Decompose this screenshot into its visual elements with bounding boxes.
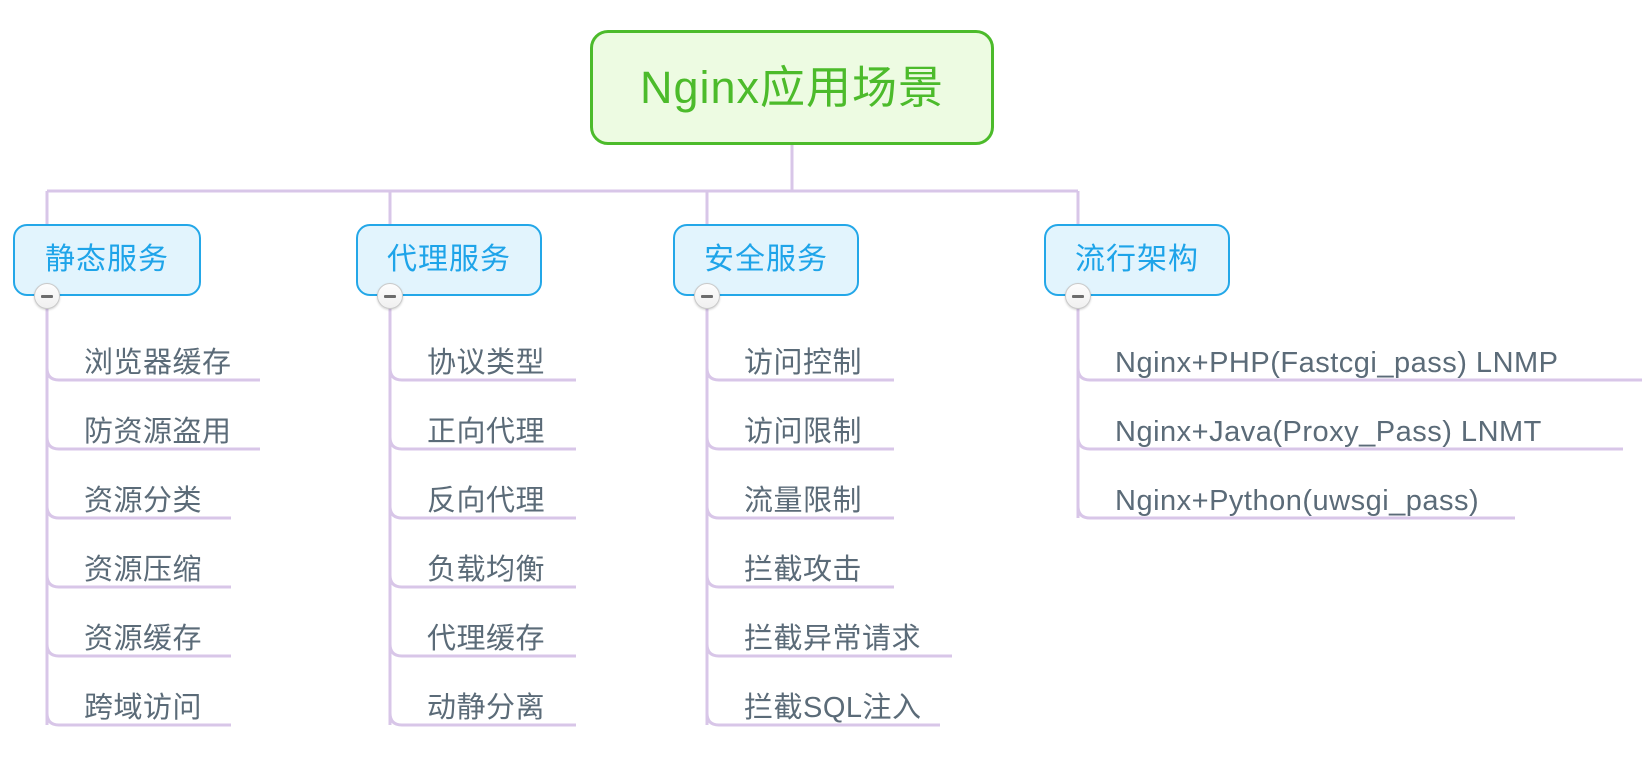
leaf-item-label: 反向代理 — [427, 485, 546, 517]
leaf-item[interactable]: 动静分离 — [427, 679, 545, 725]
leaf-item-label: 动静分离 — [427, 692, 546, 724]
leaf-item-label: 资源压缩 — [84, 554, 203, 586]
leaf-item[interactable]: 访问限制 — [744, 403, 862, 449]
leaf-item-label: 协议类型 — [427, 347, 546, 379]
leaf-item[interactable]: 反向代理 — [427, 472, 545, 518]
leaf-item-label: 访问限制 — [744, 416, 863, 448]
minus-icon — [384, 294, 396, 298]
collapse-toggle-minus-icon-3[interactable] — [1065, 283, 1091, 309]
leaf-item[interactable]: 资源缓存 — [84, 610, 202, 656]
leaf-item[interactable]: 拦截异常请求 — [744, 610, 921, 656]
leaf-item-label: 代理缓存 — [427, 623, 546, 655]
leaf-item-label: Nginx+PHP(Fastcgi_pass) LNMP — [1115, 347, 1559, 379]
branch-node-3[interactable]: 流行架构 — [1044, 224, 1230, 296]
leaf-item[interactable]: 资源压缩 — [84, 541, 202, 587]
leaf-item-label: Nginx+Java(Proxy_Pass) LNMT — [1115, 416, 1542, 448]
leaf-item[interactable]: 访问控制 — [744, 334, 862, 380]
leaf-item[interactable]: 资源分类 — [84, 472, 202, 518]
minus-icon — [701, 294, 713, 298]
collapse-toggle-minus-icon-2[interactable] — [694, 283, 720, 309]
root-node[interactable]: Nginx应用场景 — [590, 30, 994, 145]
leaf-item[interactable]: 代理缓存 — [427, 610, 545, 656]
leaf-item[interactable]: 拦截攻击 — [744, 541, 862, 587]
root-node-label: Nginx应用场景 — [639, 62, 945, 113]
leaf-item-label: Nginx+Python(uwsgi_pass) — [1115, 485, 1480, 517]
branch-node-label: 安全服务 — [704, 243, 828, 276]
leaf-item-label: 拦截异常请求 — [744, 623, 922, 655]
leaf-item[interactable]: Nginx+PHP(Fastcgi_pass) LNMP — [1115, 334, 1559, 380]
minus-icon — [1072, 294, 1084, 298]
collapse-toggle-minus-icon-0[interactable] — [34, 283, 60, 309]
leaf-item[interactable]: 流量限制 — [744, 472, 862, 518]
leaf-item[interactable]: Nginx+Java(Proxy_Pass) LNMT — [1115, 403, 1542, 449]
leaf-item[interactable]: 防资源盗用 — [84, 403, 232, 449]
leaf-item[interactable]: 协议类型 — [427, 334, 545, 380]
leaf-item-label: 资源缓存 — [84, 623, 203, 655]
leaf-item[interactable]: 负载均衡 — [427, 541, 545, 587]
leaf-item[interactable]: 跨域访问 — [84, 679, 202, 725]
branch-node-label: 静态服务 — [45, 243, 169, 276]
leaf-item-label: 拦截攻击 — [744, 554, 863, 586]
leaf-item-label: 流量限制 — [744, 485, 863, 517]
branch-node-label: 代理服务 — [387, 243, 511, 276]
leaf-item[interactable]: 正向代理 — [427, 403, 545, 449]
branch-node-label: 流行架构 — [1075, 243, 1199, 276]
leaf-item-label: 跨域访问 — [84, 692, 203, 724]
leaf-item-label: 负载均衡 — [427, 554, 546, 586]
leaf-item[interactable]: Nginx+Python(uwsgi_pass) — [1115, 472, 1479, 518]
minus-icon — [41, 294, 53, 298]
leaf-item-label: 访问控制 — [744, 347, 863, 379]
leaf-item-label: 浏览器缓存 — [84, 347, 232, 379]
branch-node-0[interactable]: 静态服务 — [13, 224, 201, 296]
leaf-item[interactable]: 浏览器缓存 — [84, 334, 232, 380]
leaf-item-label: 拦截SQL注入 — [744, 692, 922, 724]
leaf-item-label: 资源分类 — [84, 485, 203, 517]
collapse-toggle-minus-icon-1[interactable] — [377, 283, 403, 309]
leaf-item-label: 正向代理 — [427, 416, 546, 448]
leaf-item[interactable]: 拦截SQL注入 — [744, 679, 922, 725]
leaf-item-label: 防资源盗用 — [84, 416, 232, 448]
